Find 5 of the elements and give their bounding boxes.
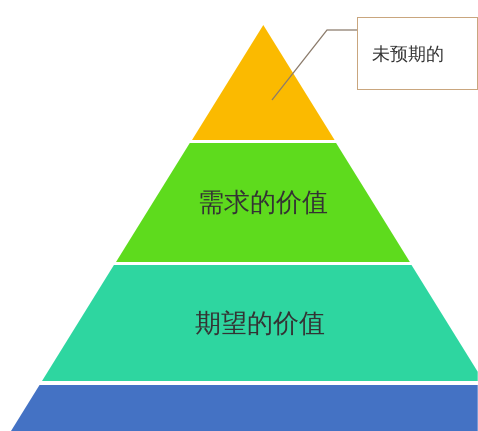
tier-label: 期望的价值 bbox=[195, 308, 326, 340]
callout-text: 未预期的 bbox=[372, 42, 444, 66]
callout-box bbox=[357, 17, 478, 90]
tier-label: 需求的价值 bbox=[198, 187, 328, 220]
leader-line bbox=[271, 29, 357, 100]
